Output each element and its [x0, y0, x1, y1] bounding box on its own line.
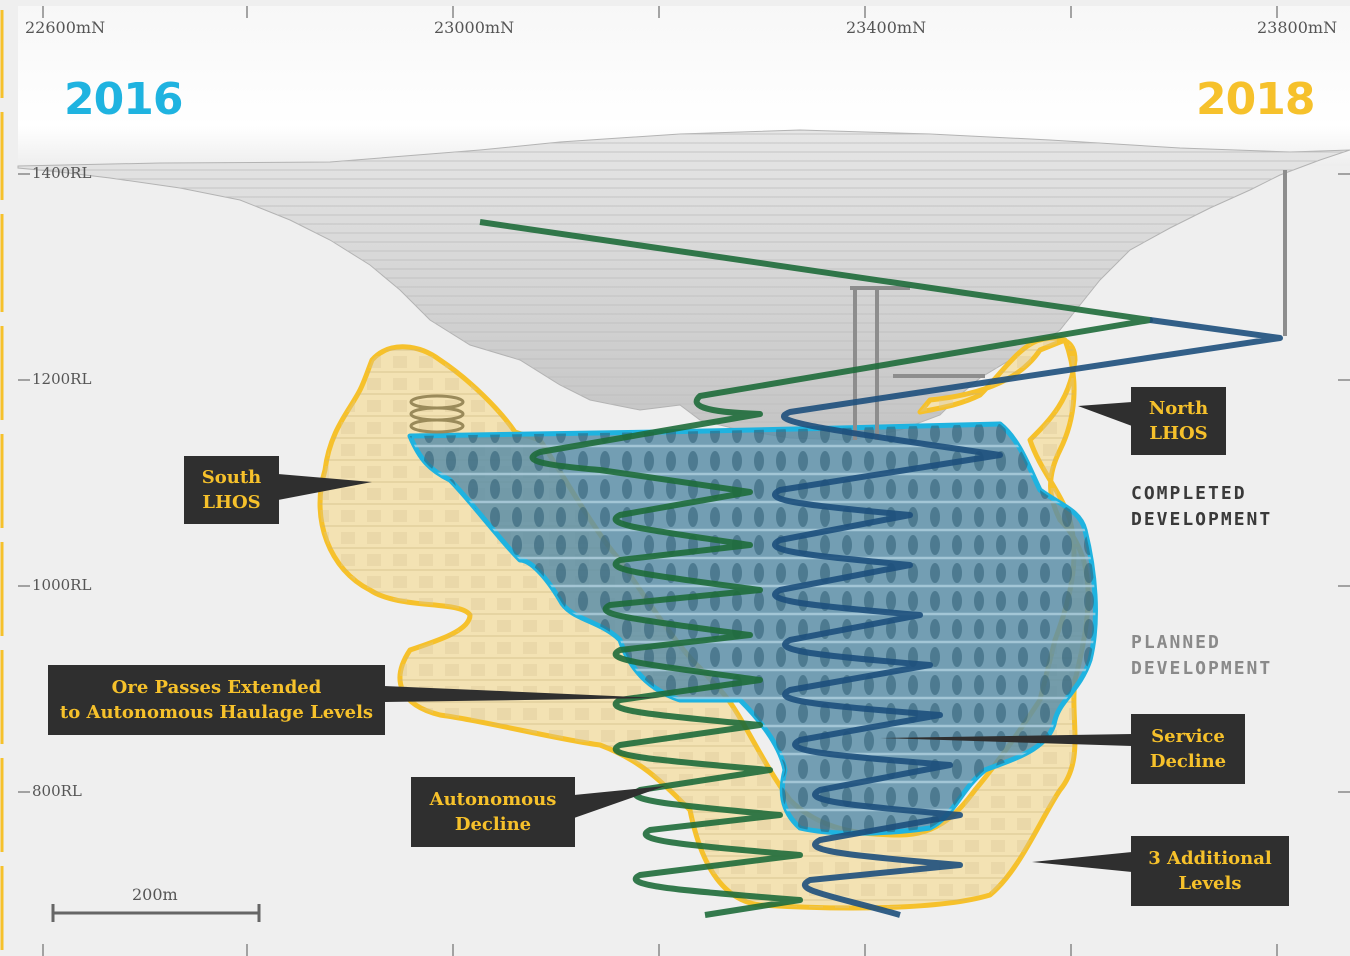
- level-label-1000: 1000RL: [32, 576, 92, 594]
- legend-planned-development: PLANNED DEVELOPMENT: [1131, 632, 1273, 679]
- northing-label-22600: 22600mN: [25, 18, 106, 37]
- callout-south-lhos: South LHOS: [184, 456, 279, 524]
- top-axis-ticks: [42, 6, 1278, 18]
- callout-autonomous-decline: Autonomous Decline: [411, 777, 575, 847]
- level-label-1200: 1200RL: [32, 370, 92, 388]
- year-2016-label: 2016: [64, 74, 183, 125]
- level-ticks: [18, 173, 1350, 793]
- south-lhos-ramp: [409, 394, 465, 434]
- service-decline: [772, 317, 1283, 918]
- callout-additional-levels: 3 Additional Levels: [1131, 836, 1289, 906]
- callout-ore-passes: Ore Passes Extended to Autonomous Haulag…: [48, 665, 385, 735]
- callout-service-decline: Service Decline: [1131, 714, 1245, 784]
- northing-label-23800: 23800mN: [1257, 18, 1338, 37]
- callout-pointers: [278, 402, 1132, 872]
- northing-label-23000: 23000mN: [434, 18, 515, 37]
- year-2018-label: 2018: [1196, 74, 1315, 125]
- legend-completed-development: COMPLETED DEVELOPMENT: [1131, 483, 1273, 530]
- autonomous-decline: [479, 219, 1153, 918]
- level-label-1400: 1400RL: [32, 164, 92, 182]
- bottom-axis-ticks: [42, 944, 1278, 956]
- scale-bar: [51, 904, 261, 922]
- northing-label-23400: 23400mN: [846, 18, 927, 37]
- scale-bar-label: 200m: [132, 885, 178, 904]
- callout-north-lhos: North LHOS: [1131, 387, 1226, 455]
- level-label-800: 800RL: [32, 782, 82, 800]
- completed-stopes-texture: [410, 424, 1096, 834]
- pit-benches: [18, 130, 1350, 440]
